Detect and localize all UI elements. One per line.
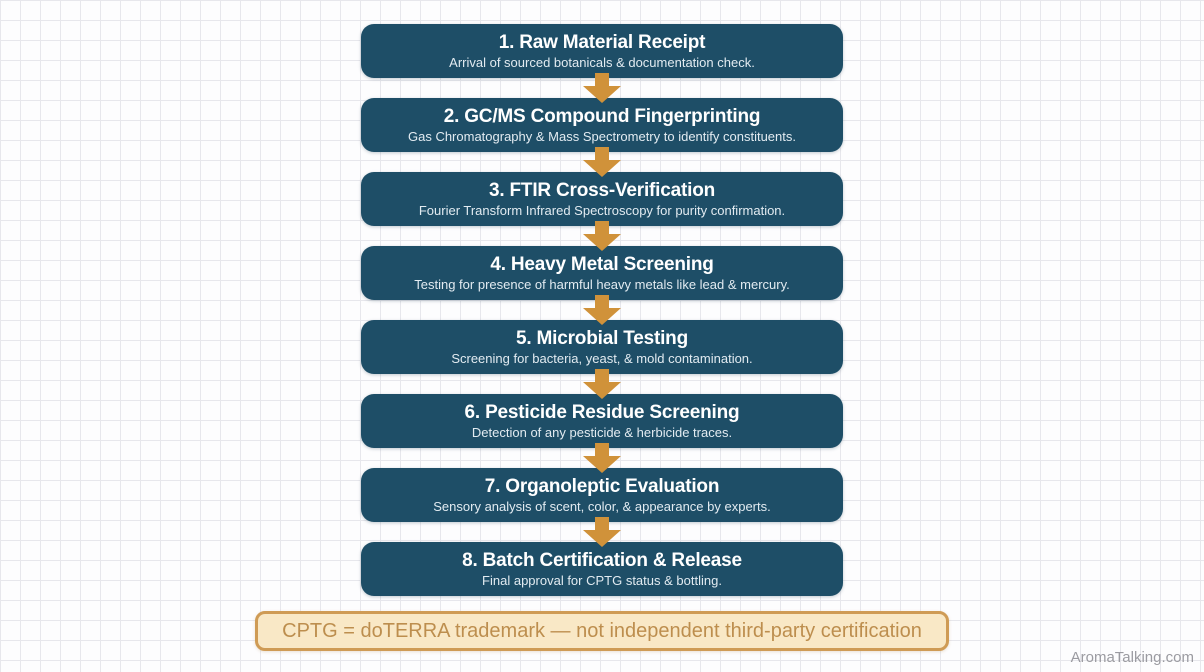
disclaimer-text: CPTG = doTERRA trademark — not independe… xyxy=(282,619,922,642)
flow-step-5: 5. Microbial Testing Screening for bacte… xyxy=(361,320,843,399)
down-arrow-icon xyxy=(583,369,621,399)
process-box-7: 7. Organoleptic Evaluation Sensory analy… xyxy=(361,468,843,522)
step-title: 6. Pesticide Residue Screening xyxy=(464,402,740,423)
step-subtitle: Screening for bacteria, yeast, & mold co… xyxy=(451,351,753,366)
step-title: 5. Microbial Testing xyxy=(516,328,688,349)
step-title: 7. Organoleptic Evaluation xyxy=(484,476,720,497)
down-arrow-icon xyxy=(583,517,621,547)
flow-step-2: 2. GC/MS Compound Fingerprinting Gas Chr… xyxy=(361,98,843,177)
step-subtitle: Detection of any pesticide & herbicide t… xyxy=(471,425,733,440)
watermark: AromaTalking.com xyxy=(1070,649,1194,666)
flow-step-3: 3. FTIR Cross-Verification Fourier Trans… xyxy=(361,172,843,251)
process-box-1: 1. Raw Material Receipt Arrival of sourc… xyxy=(361,24,843,78)
down-arrow-icon xyxy=(583,221,621,251)
process-box-8: 8. Batch Certification & Release Final a… xyxy=(361,542,843,596)
flow-step-8: 8. Batch Certification & Release Final a… xyxy=(361,542,843,596)
step-title: 3. FTIR Cross-Verification xyxy=(488,180,716,201)
process-box-4: 4. Heavy Metal Screening Testing for pre… xyxy=(361,246,843,300)
flow-step-4: 4. Heavy Metal Screening Testing for pre… xyxy=(361,246,843,325)
step-subtitle: Fourier Transform Infrared Spectroscopy … xyxy=(418,203,786,218)
step-subtitle: Testing for presence of harmful heavy me… xyxy=(414,277,790,292)
step-subtitle: Gas Chromatography & Mass Spectrometry t… xyxy=(407,129,796,144)
step-subtitle: Sensory analysis of scent, color, & appe… xyxy=(433,499,771,514)
down-arrow-icon xyxy=(583,295,621,325)
step-title: 1. Raw Material Receipt xyxy=(498,32,706,53)
quality-testing-flowchart: 1. Raw Material Receipt Arrival of sourc… xyxy=(361,24,843,596)
step-subtitle: Arrival of sourced botanicals & document… xyxy=(449,55,755,70)
process-box-6: 6. Pesticide Residue Screening Detection… xyxy=(361,394,843,448)
step-subtitle: Final approval for CPTG status & bottlin… xyxy=(482,573,722,588)
step-title: 8. Batch Certification & Release xyxy=(462,550,742,571)
step-title: 2. GC/MS Compound Fingerprinting xyxy=(443,106,761,127)
flow-step-6: 6. Pesticide Residue Screening Detection… xyxy=(361,394,843,473)
down-arrow-icon xyxy=(583,443,621,473)
step-title: 4. Heavy Metal Screening xyxy=(490,254,714,275)
process-box-5: 5. Microbial Testing Screening for bacte… xyxy=(361,320,843,374)
disclaimer-note: CPTG = doTERRA trademark — not independe… xyxy=(255,611,949,651)
process-box-2: 2. GC/MS Compound Fingerprinting Gas Chr… xyxy=(361,98,843,152)
down-arrow-icon xyxy=(583,147,621,177)
process-box-3: 3. FTIR Cross-Verification Fourier Trans… xyxy=(361,172,843,226)
flow-step-1: 1. Raw Material Receipt Arrival of sourc… xyxy=(361,24,843,103)
down-arrow-icon xyxy=(583,73,621,103)
flow-step-7: 7. Organoleptic Evaluation Sensory analy… xyxy=(361,468,843,547)
